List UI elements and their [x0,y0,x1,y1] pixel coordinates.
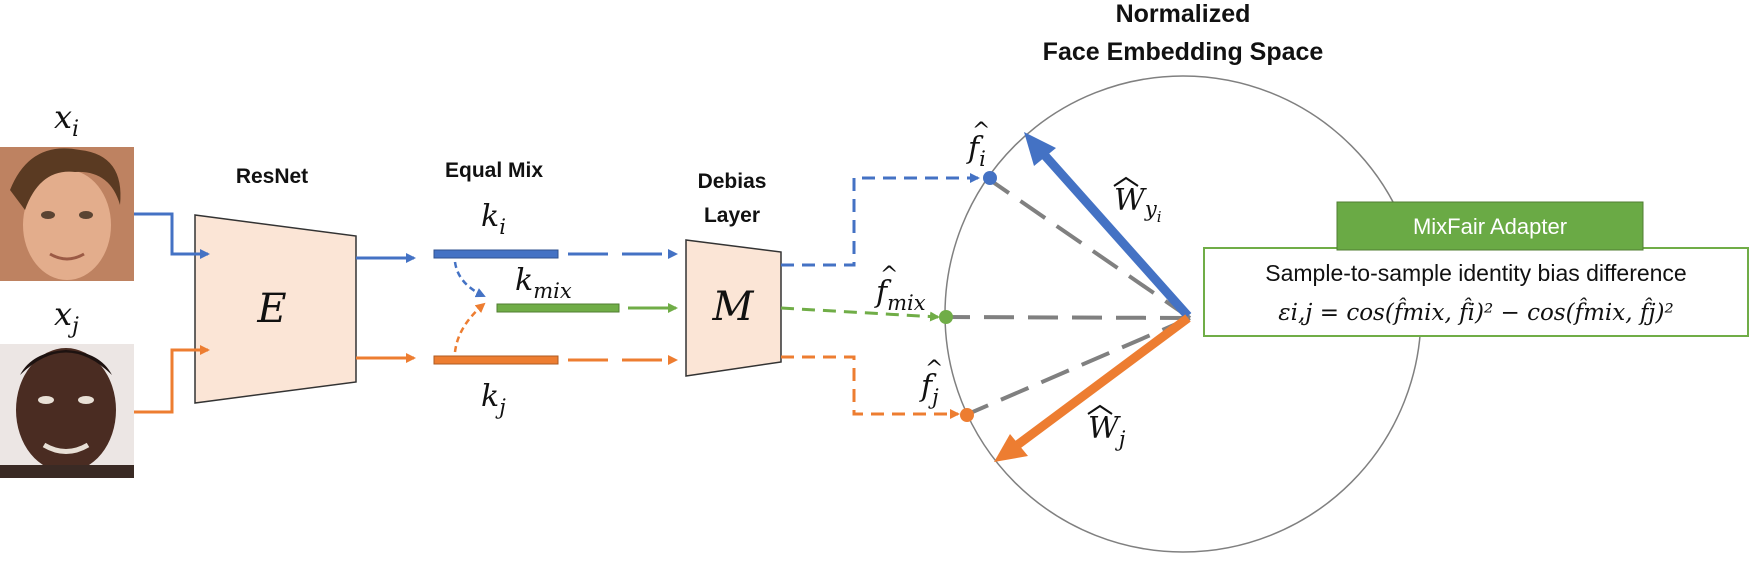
title-line1: Normalized [1116,0,1251,28]
adapter-title-box [1336,201,1644,251]
hat-wyi [1113,176,1139,187]
debias-block [685,239,782,377]
equal-mix-heading: Equal Mix [445,159,543,182]
gray-line-fj [967,316,1191,416]
point-fj [960,408,974,422]
label-kmix: kmix [515,263,572,303]
encoder-block [194,214,357,404]
label-ki: ki [481,199,506,239]
debias-symbol: M [712,284,755,330]
adapter-description: Sample-to-sample identity bias differenc… [1265,260,1686,286]
arrow-debias-to-fmix [780,306,940,322]
arrow-xi-to-encoder [134,212,210,259]
gray-line-fmix [947,315,1191,320]
hat-fj: ^ [925,357,943,382]
hat-fmix: ^ [880,263,898,288]
hat-wj [1087,404,1113,415]
mix-arrow-kj [453,302,486,353]
point-fi [983,171,997,185]
face-image-xj [0,344,134,478]
mix-arrow-ki [453,261,486,298]
debias-heading-line1: Debias [698,170,767,193]
label-wyi: Wyi [1113,176,1162,226]
title-line2: Face Embedding Space [1043,38,1324,66]
label-kj: kj [481,379,506,419]
gray-line-fi [988,178,1192,320]
ki-feature-bar [433,249,559,259]
svg-text:Wj: Wj [1088,411,1126,451]
label-fmix: fmix ^ [874,263,926,315]
label-wj: Wj [1087,404,1126,451]
encoder-symbol: E [256,286,286,332]
weight-vector-wyi [1036,147,1192,319]
arrow-xj-to-encoder [134,345,210,414]
adapter-formula: εi,j = cos(f̂mix, f̂i)² − cos(f̂mix, f̂j… [1278,299,1673,326]
weight-vector-wj [1013,314,1191,450]
adapter-title: MixFair Adapter [1413,214,1567,239]
debias-heading-line2: Layer [704,204,760,227]
kmix-feature-bar [496,303,620,313]
resnet-heading: ResNet [236,165,308,188]
point-fmix [939,310,953,324]
input-label-xj: xj [54,295,79,339]
weight-vector-wyi-head [1024,132,1056,166]
kj-feature-bar [433,355,559,365]
label-fi: fi ^ [966,119,990,171]
label-fj: fj ^ [919,357,943,409]
input-label-xi: xi [54,98,79,142]
arrow-debias-to-fi [781,173,980,267]
weight-vector-wj-head [994,434,1028,462]
svg-text:Wyi: Wyi [1114,183,1162,226]
face-image-xi [0,147,134,281]
hat-fi: ^ [972,119,990,144]
